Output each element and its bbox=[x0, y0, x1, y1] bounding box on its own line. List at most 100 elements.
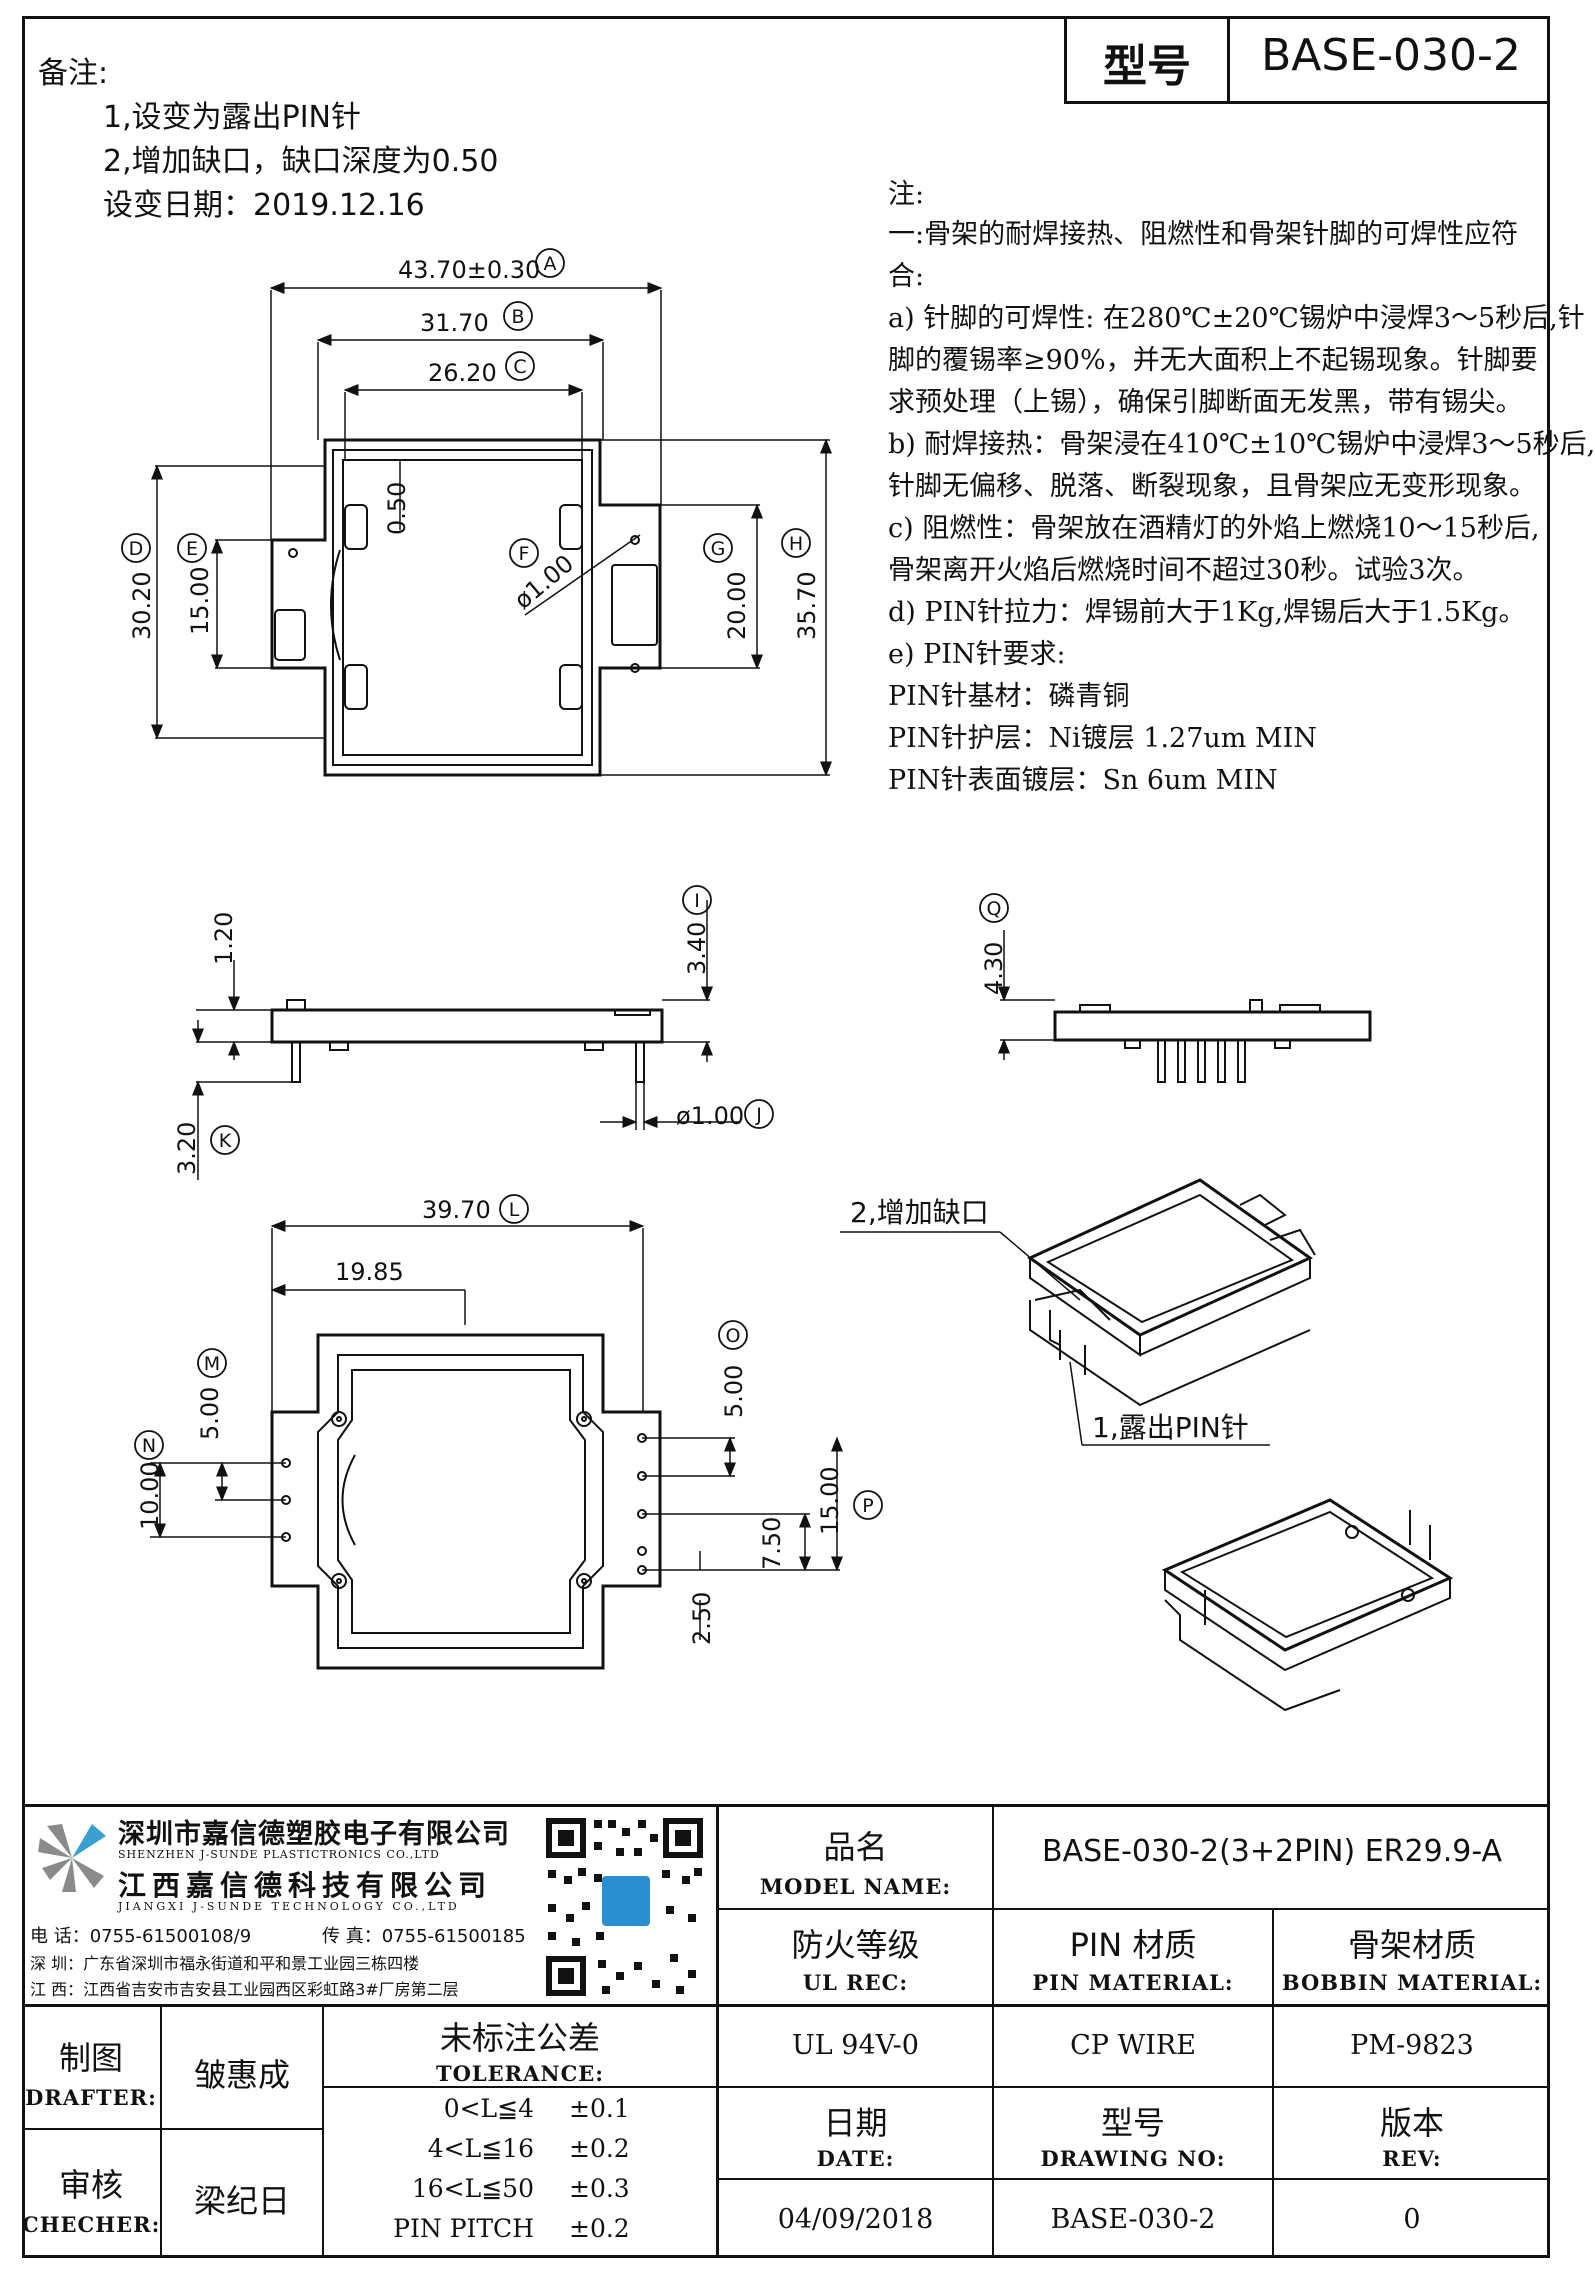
circle-label: N bbox=[142, 1435, 156, 1457]
dimension-texts: 43.70±0.30 31.70 26.20 30.20 15.00 ø1.00… bbox=[128, 256, 1008, 1645]
model-header-label: 型号 bbox=[1103, 41, 1191, 92]
model-header-divider bbox=[1227, 16, 1230, 101]
tolerance-row: PIN PITCH ±0.2 bbox=[324, 2214, 716, 2254]
remarks-title: 备注: bbox=[38, 56, 109, 91]
dim-m: 5.00 bbox=[196, 1387, 224, 1440]
circle-label: M bbox=[204, 1353, 220, 1375]
tolerance-range: 16<L≦50 bbox=[411, 2174, 534, 2203]
spec-line: b) 耐焊接热：骨架浸在410℃±10℃锡炉中浸焊3～5秒后, bbox=[888, 429, 1595, 460]
circle-label: G bbox=[711, 538, 726, 560]
tb-line bbox=[716, 1804, 719, 2258]
circle-label: Q bbox=[987, 898, 1002, 920]
tolerance-header: 未标注公差 TOLERANCE: bbox=[324, 2007, 716, 2086]
bottom-view bbox=[150, 1220, 843, 1670]
checker-cn: 审核 bbox=[58, 2166, 123, 2204]
tb-line bbox=[322, 2086, 1550, 2088]
checker-value: 梁纪日 bbox=[193, 2182, 290, 2220]
tolerance-row: 0<L≦4 ±0.1 bbox=[324, 2094, 716, 2134]
tolerance-en: TOLERANCE: bbox=[435, 2061, 605, 2086]
drafter-label: 制图 DRAFTER: bbox=[22, 2007, 160, 2128]
model-name-cn: 品名 bbox=[823, 1828, 888, 1866]
company-phone: 电 话：0755-61500108/9 bbox=[30, 1926, 252, 1947]
spec-line: 一:骨架的耐焊接热、阻燃性和骨架针脚的可焊性应符 bbox=[888, 219, 1519, 250]
model-header-value: BASE-030-2 bbox=[1261, 30, 1521, 81]
tolerance-value: ±0.3 bbox=[569, 2174, 630, 2203]
circle-label: A bbox=[544, 253, 557, 275]
isometric-view-bottom bbox=[1161, 1498, 1454, 1712]
tolerance-row: 16<L≦50 ±0.3 bbox=[324, 2174, 716, 2214]
dim-b: 31.70 bbox=[420, 309, 489, 337]
dim-p1: 7.50 bbox=[758, 1517, 786, 1570]
rev-header: 版本 REV: bbox=[1274, 2088, 1550, 2178]
checker-label: 审核 CHECHER: bbox=[22, 2130, 160, 2258]
dim-g: 20.00 bbox=[723, 571, 751, 640]
company-name-sz-en: SHENZHEN J-SUNDE PLASTICTRONICS CO.,LTD bbox=[118, 1848, 440, 1861]
tolerance-cn: 未标注公差 bbox=[439, 2019, 600, 2057]
dim-h1: 1.20 bbox=[210, 912, 238, 965]
drawing-no-header: 型号 DRAWING NO: bbox=[994, 2088, 1272, 2178]
dim-j: ø1.00 bbox=[676, 1102, 744, 1130]
circle-label: F bbox=[519, 543, 530, 565]
spec-line: PIN针基材：磷青铜 bbox=[888, 681, 1130, 712]
tb-line bbox=[22, 2128, 322, 2130]
rev-en: REV: bbox=[1382, 2146, 1442, 2171]
spec-line: PIN针护层：Ni镀层 1.27um MIN bbox=[888, 723, 1317, 754]
spec-line: e) PIN针要求: bbox=[888, 639, 1066, 670]
model-name-value: BASE-030-2(3+2PIN) ER29.9-A bbox=[1041, 1834, 1503, 1869]
checker-en: CHECHER: bbox=[22, 2212, 161, 2237]
spec-line: a) 针脚的可焊性: 在280℃±20℃锡炉中浸焊3～5秒后,针 bbox=[888, 303, 1585, 334]
tolerance-table: 0<L≦4 ±0.1 4<L≦16 ±0.2 16<L≦50 ±0.3 PIN … bbox=[324, 2094, 716, 2254]
circle-label: H bbox=[789, 533, 803, 555]
iso-label-pins: 1,露出PIN针 bbox=[1092, 1411, 1249, 1444]
top-view bbox=[151, 282, 832, 777]
drawing-no-value: BASE-030-2 bbox=[1050, 2204, 1216, 2235]
company-address-jx: 江 西：江西省吉安市吉安县工业园西区彩虹路3#厂房第二层 bbox=[30, 1980, 459, 1999]
rev-value: 0 bbox=[1403, 2204, 1421, 2235]
dim-i: 3.40 bbox=[683, 922, 711, 975]
pin-material-cn: PIN 材质 bbox=[1069, 1926, 1197, 1964]
spec-line: 脚的覆锡率≥90%，并无大面积上不起锡现象。针脚要 bbox=[888, 345, 1538, 376]
company-logo bbox=[32, 1818, 114, 1900]
remarks-item: 2,增加缺口，缺口深度为0.50 bbox=[103, 144, 499, 179]
date-header: 日期 DATE: bbox=[719, 2088, 992, 2178]
tolerance-range: PIN PITCH bbox=[393, 2214, 534, 2243]
pin-material-header: PIN 材质 PIN MATERIAL: bbox=[994, 1910, 1272, 2004]
dim-q: 4.30 bbox=[980, 942, 1008, 995]
pin-material-en: PIN MATERIAL: bbox=[1032, 1970, 1234, 1995]
tolerance-row: 4<L≦16 ±0.2 bbox=[324, 2134, 716, 2174]
drawing-no-en: DRAWING NO: bbox=[1040, 2146, 1226, 2171]
tb-line bbox=[716, 1908, 1550, 1910]
dim-c: 26.20 bbox=[428, 359, 497, 387]
bobbin-material-en: BOBBIN MATERIAL: bbox=[1281, 1970, 1543, 1995]
tolerance-range: 4<L≦16 bbox=[427, 2134, 534, 2163]
spec-line: 骨架离开火焰后燃烧时间不超过30秒。试验3次。 bbox=[888, 555, 1480, 586]
drafter-cn: 制图 bbox=[58, 2039, 123, 2077]
drawing-frame bbox=[22, 16, 1550, 2258]
tb-line bbox=[716, 2178, 1550, 2180]
date-value: 04/09/2018 bbox=[777, 2204, 934, 2235]
tb-line bbox=[1272, 1908, 1274, 2258]
dim-o: 5.00 bbox=[720, 1365, 748, 1418]
drawing-no-cn: 型号 bbox=[1100, 2104, 1165, 2142]
dim-a: 43.70±0.30 bbox=[398, 256, 540, 284]
company-address-sz: 深 圳：广东省深圳市福永街道和平和景工业园三栋四楼 bbox=[30, 1954, 420, 1973]
circle-label: P bbox=[862, 1495, 873, 1517]
spec-notes-list: 一:骨架的耐焊接热、阻燃性和骨架针脚的可焊性应符 合: a) 针脚的可焊性: 在… bbox=[888, 212, 1595, 800]
tolerance-value: ±0.1 bbox=[569, 2094, 630, 2123]
date-cn: 日期 bbox=[823, 2104, 888, 2142]
circle-label: L bbox=[509, 1199, 520, 1221]
tb-line bbox=[22, 2004, 1550, 2007]
circle-label: O bbox=[726, 1325, 741, 1347]
drafter-en: DRAFTER: bbox=[25, 2085, 157, 2110]
iso-label-notch: 2,增加缺口 bbox=[850, 1196, 989, 1229]
tb-line bbox=[322, 2004, 324, 2258]
spec-line: PIN针表面镀层：Sn 6um MIN bbox=[888, 765, 1278, 796]
dim-k: 3.20 bbox=[173, 1122, 201, 1175]
dim-n: 10.00 bbox=[136, 1461, 164, 1530]
company-name-jx-en: JIANGXI J-SUNDE TECHNOLOGY CO.,LTD bbox=[118, 1900, 460, 1913]
circle-label: D bbox=[129, 538, 144, 560]
dim-p2: 2.50 bbox=[688, 1592, 716, 1645]
pin-material-value: CP WIRE bbox=[1070, 2030, 1196, 2061]
tolerance-value: ±0.2 bbox=[569, 2214, 630, 2243]
dim-d: 30.20 bbox=[128, 571, 156, 640]
